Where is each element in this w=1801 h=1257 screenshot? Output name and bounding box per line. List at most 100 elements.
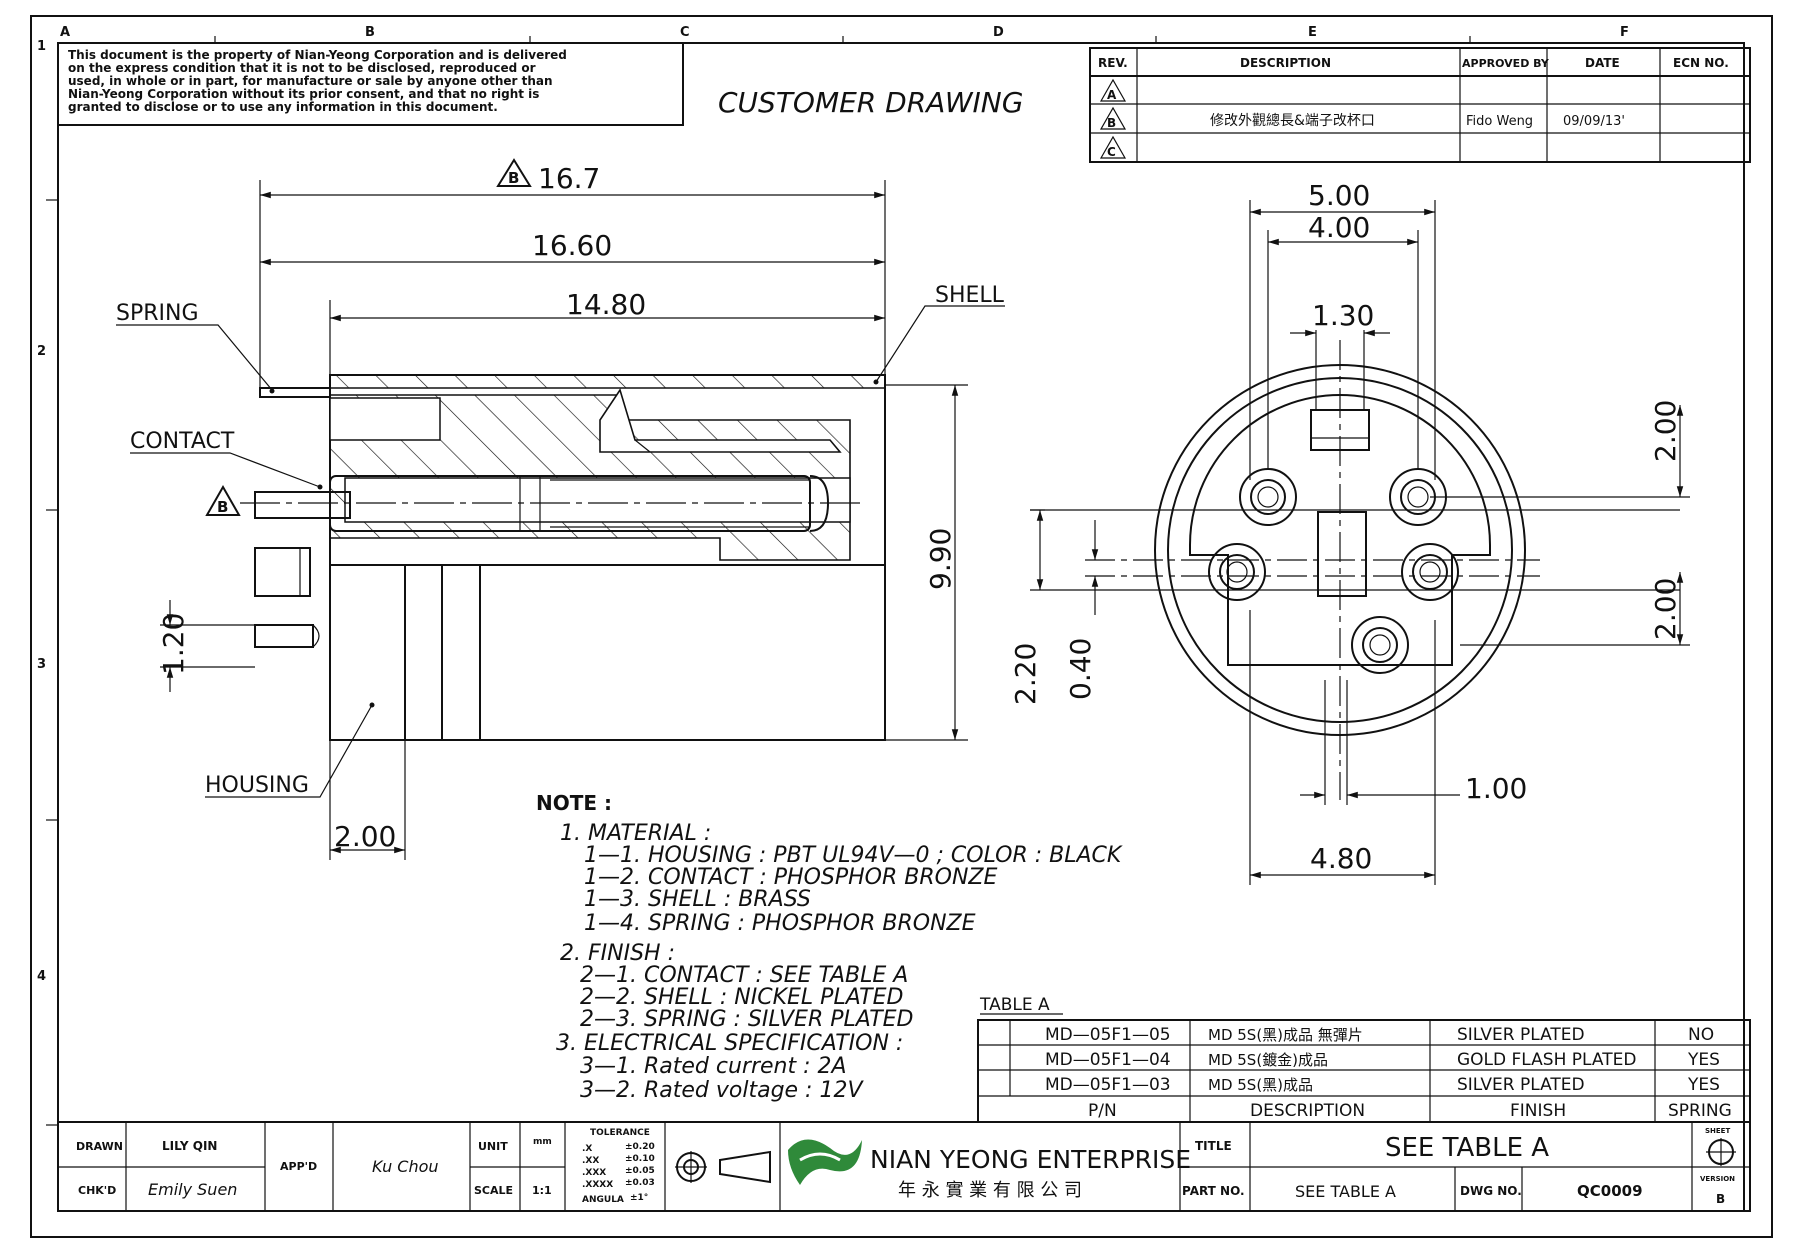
- dim-body: 14.80: [566, 288, 646, 321]
- title-label: TITLE: [1195, 1139, 1232, 1153]
- dim-pin-pitch: 1.00: [1465, 772, 1527, 805]
- unit-value: mm: [533, 1137, 552, 1147]
- table-a-cell: MD 5S(黑)成品: [1208, 1076, 1313, 1094]
- table-a-header: FINISH: [1510, 1101, 1566, 1121]
- zone-numbers: 1 2 3 4: [37, 39, 58, 1126]
- title-value: SEE TABLE A: [1385, 1133, 1549, 1163]
- note-line: 2—2. SHELL : NICKEL PLATED: [580, 985, 903, 1010]
- front-view: 5.00 4.00 1.30 2.00 2.00 2.20 0.40 1.00: [1009, 179, 1690, 885]
- pin-hole: [1401, 543, 1459, 601]
- dim-key: 1.30: [1312, 299, 1374, 332]
- note-line: 2. FINISH :: [560, 941, 675, 966]
- drawn-by: LILY QIN: [162, 1139, 217, 1153]
- approved-label: APP'D: [280, 1160, 317, 1173]
- company-logo-icon: [788, 1139, 862, 1185]
- tolerance-value: ±0.20: [625, 1142, 655, 1152]
- callout-shell: SHELL: [935, 283, 1005, 308]
- note-line: 1—3. SHELL : BRASS: [584, 887, 811, 912]
- title-block: DRAWN LILY QIN CHK'D Emily Suen APP'D Ku…: [57, 1121, 1751, 1212]
- tolerance-value: ±0.05: [625, 1166, 655, 1176]
- contact-rev-marker: B: [217, 498, 228, 516]
- version-value: B: [1716, 1192, 1725, 1206]
- rev-approved-by: Fido Weng: [1466, 114, 1533, 129]
- callout-housing: HOUSING: [205, 773, 309, 798]
- dim-vert-bottom: 2.00: [1649, 578, 1682, 640]
- dim-overall-rev: 16.7: [538, 162, 600, 195]
- approved-by: Ku Chou: [372, 1157, 439, 1176]
- table-a-cell: MD 5S(鍍金)成品: [1208, 1051, 1328, 1069]
- rev-header: ECN NO.: [1673, 56, 1729, 70]
- tolerance-key: .XX: [582, 1156, 599, 1166]
- sheet-label: SHEET: [1705, 1127, 1730, 1135]
- table-a-title: TABLE A: [979, 995, 1050, 1015]
- note-line: 1—4. SPRING : PHOSPHOR BRONZE: [584, 911, 976, 936]
- notice-line: granted to disclose or to use any inform…: [68, 100, 498, 114]
- rev-letter: C: [1107, 145, 1116, 159]
- note-line: 2—1. CONTACT : SEE TABLE A: [580, 963, 908, 988]
- notice-line: This document is the property of Nian-Ye…: [68, 48, 567, 62]
- pin-hole: [1239, 468, 1297, 526]
- dim-bottom: 4.80: [1310, 842, 1372, 875]
- part-value: SEE TABLE A: [1295, 1182, 1396, 1201]
- scale-label: SCALE: [474, 1184, 513, 1197]
- notes-heading: NOTE :: [536, 791, 612, 815]
- side-view: B 16.7 16.60 14.80 9.90 1.20 2.00 B SPRI…: [116, 158, 1005, 860]
- zone-letter: A: [60, 25, 70, 40]
- table-a-cell: NO: [1688, 1025, 1714, 1045]
- table-a-cell: SILVER PLATED: [1457, 1075, 1585, 1095]
- rev-letter: A: [1107, 88, 1117, 102]
- tolerance-label: TOLERANCE: [590, 1128, 650, 1138]
- pin-hole: [1208, 543, 1266, 601]
- drawing-banner-title: CUSTOMER DRAWING: [718, 86, 1023, 119]
- zone-number: 3: [37, 657, 46, 672]
- version-label: VERSION: [1700, 1175, 1735, 1183]
- company-name: NIAN YEONG ENTERPRISE: [870, 1145, 1191, 1174]
- tolerance-key: .XXX: [582, 1168, 606, 1178]
- zone-letters: A B C D E F: [60, 25, 1629, 43]
- zone-number: 1: [37, 39, 46, 54]
- table-a-cell: GOLD FLASH PLATED: [1457, 1050, 1636, 1070]
- note-line: 1—1. HOUSING : PBT UL94V—0 ; COLOR : BLA…: [584, 843, 1123, 868]
- rev-header: DESCRIPTION: [1240, 56, 1331, 70]
- table-a-header: P/N: [1088, 1101, 1117, 1121]
- checked-label: CHK'D: [78, 1184, 116, 1197]
- unit-label: UNIT: [478, 1140, 508, 1153]
- outer-frame: [30, 15, 1773, 1238]
- table-a-cell: SILVER PLATED: [1457, 1025, 1585, 1045]
- tolerance-key: .X: [582, 1144, 592, 1154]
- zone-letter: F: [1620, 25, 1629, 40]
- rev-date: 09/09/13': [1563, 114, 1625, 129]
- drawn-label: DRAWN: [76, 1140, 123, 1153]
- note-line: 1. MATERIAL :: [560, 821, 711, 846]
- dwg-value: QC0009: [1577, 1182, 1643, 1200]
- part-label: PART NO.: [1182, 1184, 1245, 1198]
- dim-left-a: 2.20: [1009, 643, 1042, 705]
- table-a-header: DESCRIPTION: [1250, 1101, 1365, 1121]
- zone-letter: D: [993, 25, 1004, 40]
- dim-pin-offset: 1.20: [157, 613, 190, 675]
- zone-letter: C: [680, 25, 690, 40]
- note-line: 3—2. Rated voltage : 12V: [580, 1078, 864, 1103]
- table-a-cell: YES: [1687, 1075, 1720, 1095]
- notes: NOTE : 1. MATERIAL : 1—1. HOUSING : PBT …: [536, 791, 1123, 1103]
- zone-number: 2: [37, 344, 46, 359]
- projection-symbol-icon: [675, 1150, 771, 1184]
- callout-contact: CONTACT: [130, 429, 235, 454]
- notice-line: Nian-Yeong Corporation without its prior…: [68, 87, 539, 101]
- tolerance-value: ±0.10: [625, 1154, 655, 1164]
- dim-outer: 5.00: [1308, 179, 1370, 212]
- dwg-label: DWG NO.: [1460, 1184, 1522, 1198]
- note-line: 1—2. CONTACT : PHOSPHOR BRONZE: [584, 865, 998, 890]
- table-a-cell: MD 5S(黑)成品 無彈片: [1208, 1026, 1363, 1044]
- table-a-header: SPRING: [1668, 1101, 1732, 1121]
- zone-letter: B: [365, 25, 375, 40]
- company-name-chinese: 年 永 實 業 有 限 公 司: [898, 1180, 1082, 1201]
- table-a-cell: MD—05F1—05: [1045, 1025, 1171, 1045]
- tolerance-value: ±1°: [630, 1193, 648, 1203]
- rev-header: REV.: [1098, 56, 1128, 70]
- dim-height: 9.90: [924, 528, 957, 590]
- pin-hole: [1351, 616, 1409, 674]
- zone-number: 4: [37, 969, 46, 984]
- notice-box: This document is the property of Nian-Ye…: [57, 42, 684, 126]
